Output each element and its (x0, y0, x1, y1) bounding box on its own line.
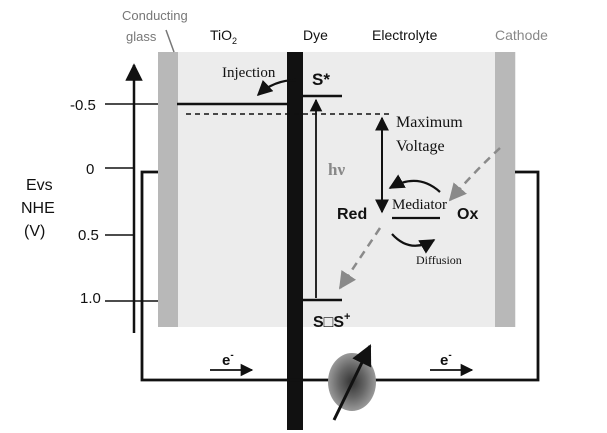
variable-resistor-icon (328, 344, 376, 421)
axis-tick-label: 0 (86, 161, 94, 178)
max-voltage-label-line2: Voltage (396, 138, 445, 155)
axis-label-line1: Evs (26, 177, 53, 194)
axis-tick-label: 1.0 (80, 290, 101, 307)
conducting-glass-pointer (165, 29, 175, 53)
s-star-label: S* (312, 70, 330, 89)
electron-left-label: e- (222, 350, 234, 369)
injection-label: Injection (222, 65, 276, 81)
electron-right-label: e- (440, 350, 452, 369)
axis-tick-label: 0.5 (78, 227, 99, 244)
red-label: Red (337, 206, 367, 223)
tio2-label: TiO2 (210, 27, 237, 46)
dye-layer (287, 52, 303, 430)
max-voltage-label-line1: Maximum (396, 114, 463, 131)
conducting-glass-label-line2: glass (126, 29, 157, 44)
conducting-glass (158, 52, 178, 327)
conducting-glass-label-line1: Conducting (122, 8, 188, 23)
cell-background (158, 52, 516, 327)
diffusion-label: Diffusion (416, 253, 462, 267)
dye-label: Dye (303, 27, 328, 43)
hv-label: hν (328, 160, 345, 179)
cathode-to-ox-path (448, 147, 501, 202)
ox-label: Ox (457, 206, 478, 223)
injection-arrow (256, 78, 297, 97)
axis-tick-label: -0.5 (70, 97, 96, 114)
cathode-plate (495, 52, 515, 327)
mediator-cycle-arrow-bottom (391, 233, 436, 254)
mediator-cycle-arrow-top (388, 174, 441, 193)
mediator-label: Mediator (392, 197, 447, 213)
electron-to-dye-path (338, 227, 382, 290)
axis-label-line3: (V) (24, 223, 45, 240)
cathode-label: Cathode (495, 27, 548, 43)
s-ground-label: S□S+ (313, 311, 350, 331)
axis-label-line2: NHE (21, 200, 55, 217)
electrolyte-label: Electrolyte (372, 27, 438, 43)
